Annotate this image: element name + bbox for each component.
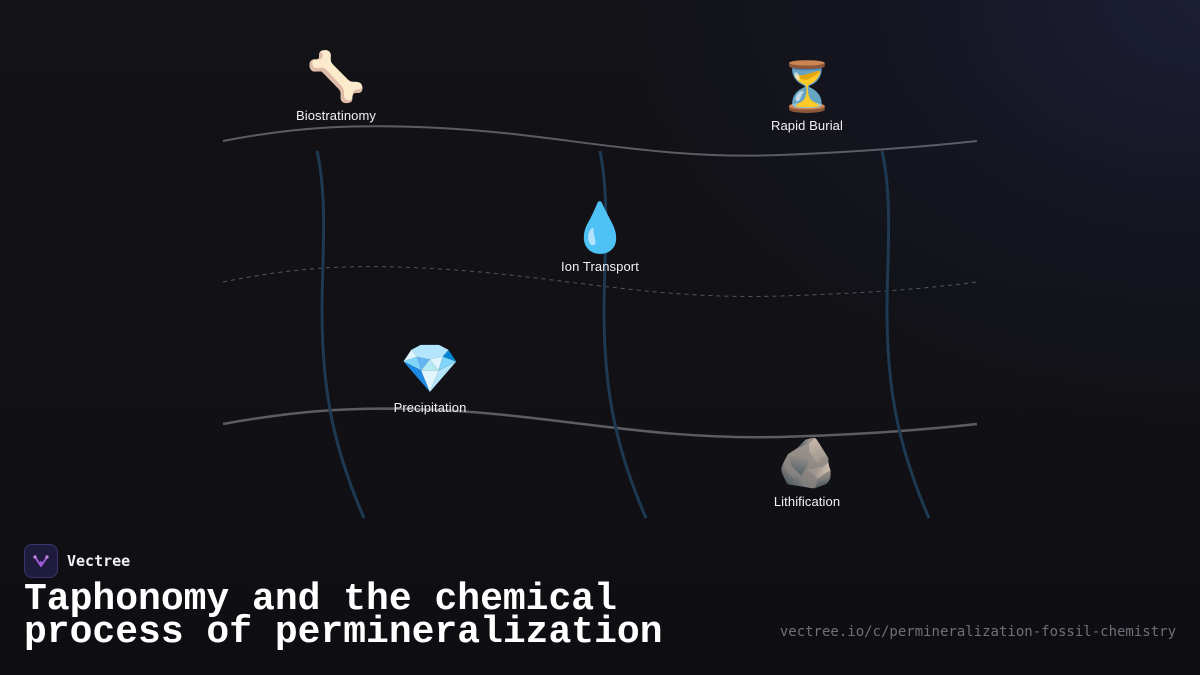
- strata-line-bottom: [222, 407, 978, 439]
- vectree-logo-icon: [24, 544, 58, 578]
- node-label: Ion Transport: [561, 259, 639, 274]
- flow-line-right: [880, 150, 931, 519]
- node-precipitation: 💎 Precipitation: [350, 340, 510, 415]
- node-lithification: 🪨 Lithification: [727, 434, 887, 509]
- hourglass-icon: ⏳: [777, 59, 837, 115]
- flow-line-center: [598, 150, 648, 519]
- node-rapid-burial: ⏳ Rapid Burial: [727, 58, 887, 133]
- rock-icon: 🪨: [777, 435, 837, 491]
- gem-icon: 💎: [400, 341, 460, 397]
- water-droplet-icon: 💧: [570, 200, 630, 256]
- brand-name: Vectree: [67, 552, 131, 570]
- flow-line-left: [315, 150, 366, 519]
- node-label: Rapid Burial: [770, 118, 843, 133]
- page-title: Taphonomy and the chemical process of pe…: [24, 578, 663, 654]
- node-ion-transport: 💧 Ion Transport: [520, 199, 680, 274]
- strata-line-middle: [222, 266, 978, 297]
- brand[interactable]: Vectree: [24, 544, 130, 578]
- node-label: Biostratinomy: [295, 108, 377, 123]
- bone-icon: 🦴: [306, 49, 366, 105]
- node-label: Lithification: [773, 494, 841, 509]
- node-label: Precipitation: [393, 400, 467, 415]
- source-url[interactable]: vectree.io/c/permineralization-fossil-ch…: [779, 624, 1176, 640]
- node-biostratinomy: 🦴 Biostratinomy: [256, 48, 416, 123]
- strata-line-top: [222, 125, 978, 157]
